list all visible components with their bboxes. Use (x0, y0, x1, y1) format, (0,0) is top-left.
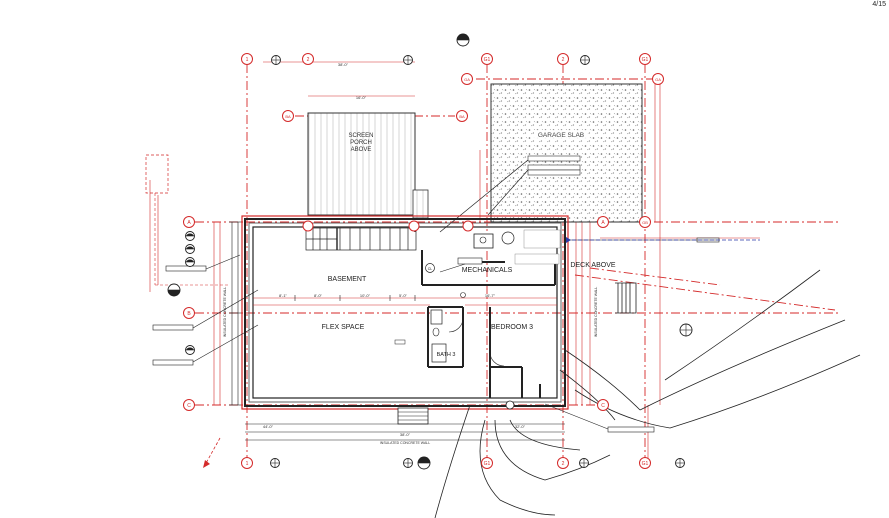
grid-top-4: 2 (562, 57, 565, 63)
grid-left-b: B (187, 311, 191, 317)
grid-gb: GB (642, 220, 648, 225)
dim-row-5: 16'-7" (485, 293, 496, 298)
screen-porch-label-1: SCREEN (348, 133, 373, 139)
screen-porch-label-3: ABOVE (351, 147, 372, 153)
water-heater-icon (425, 263, 435, 273)
grid-bottom-1: 1 (246, 461, 249, 467)
basement-label: BASEMENT (328, 276, 367, 283)
garage-slab (490, 83, 643, 223)
shower-icon (430, 309, 443, 325)
grid-bottom-4: G1 (642, 461, 649, 467)
flex-space-label: FLEX SPACE (322, 324, 365, 331)
mechanicals-label: MECHANICALS (462, 267, 513, 274)
dim-row-1: 8'-1" (279, 293, 288, 298)
closet-tag: CL (428, 267, 433, 271)
dim-row-3: 10'-0" (360, 293, 371, 298)
grid-right-c: C (601, 403, 605, 409)
grid-left-a: A (187, 220, 191, 226)
site-grading (434, 269, 861, 518)
gridlines (195, 64, 840, 458)
dim-bottom-c: 32'-0" (515, 424, 526, 429)
page-number: 4/15 (872, 1, 886, 8)
garage-slab-label: GARAGE SLAB (538, 132, 584, 139)
grid-top-1: 1 (246, 57, 249, 63)
grid-top-2: 2 (307, 57, 310, 63)
insulated-wall-note-left: INSULATED CONCRETE WALL (223, 287, 227, 337)
bedroom-3-label: BEDROOM 3 (491, 324, 533, 331)
grid-ga-right: GA (655, 77, 661, 82)
grid-top-5: G1 (642, 57, 649, 63)
grid-top-3: G1 (484, 57, 491, 63)
grid-bubbles (183, 53, 664, 469)
stairs (305, 227, 417, 251)
red-dim-lines (149, 61, 760, 460)
dim-porch-top: 16'-0" (356, 95, 367, 100)
insulated-wall-note-bottom: INSULATED CONCRETE WALL (380, 441, 430, 445)
grid-bottom-2: G1 (484, 461, 491, 467)
deck-above-label: DECK ABOVE (570, 262, 615, 269)
bath-label: BATH 3 (437, 352, 456, 358)
left-dims (229, 221, 241, 406)
dim-row-4: 5'-0" (399, 293, 408, 298)
dim-row-2: 8'-0" (314, 293, 323, 298)
screen-porch (307, 112, 416, 216)
vanity-icon (431, 343, 447, 363)
dim-bottom-a: 44'-0" (263, 424, 274, 429)
grid-ba-right: BA (459, 114, 465, 119)
stair-detail-box (145, 154, 169, 194)
dim-bottom-b: 38'-0" (400, 432, 411, 437)
insulated-wall-note-right: INSULATED CONCRETE WALL (594, 287, 598, 337)
grid-bottom-3: 2 (562, 461, 565, 467)
grid-ga-left: GA (464, 77, 470, 82)
dim-overall-top: 38'-0" (338, 62, 349, 67)
mid-dim-string (253, 297, 557, 306)
screen-porch-label-2: PORCH (350, 140, 372, 146)
foundation-walls (241, 215, 569, 410)
grid-ba-left: BA (285, 114, 291, 119)
grid-right-a: A (601, 220, 605, 226)
toilet-icon (432, 327, 440, 337)
sump-icon (501, 231, 515, 245)
grid-left-c: C (187, 403, 191, 409)
